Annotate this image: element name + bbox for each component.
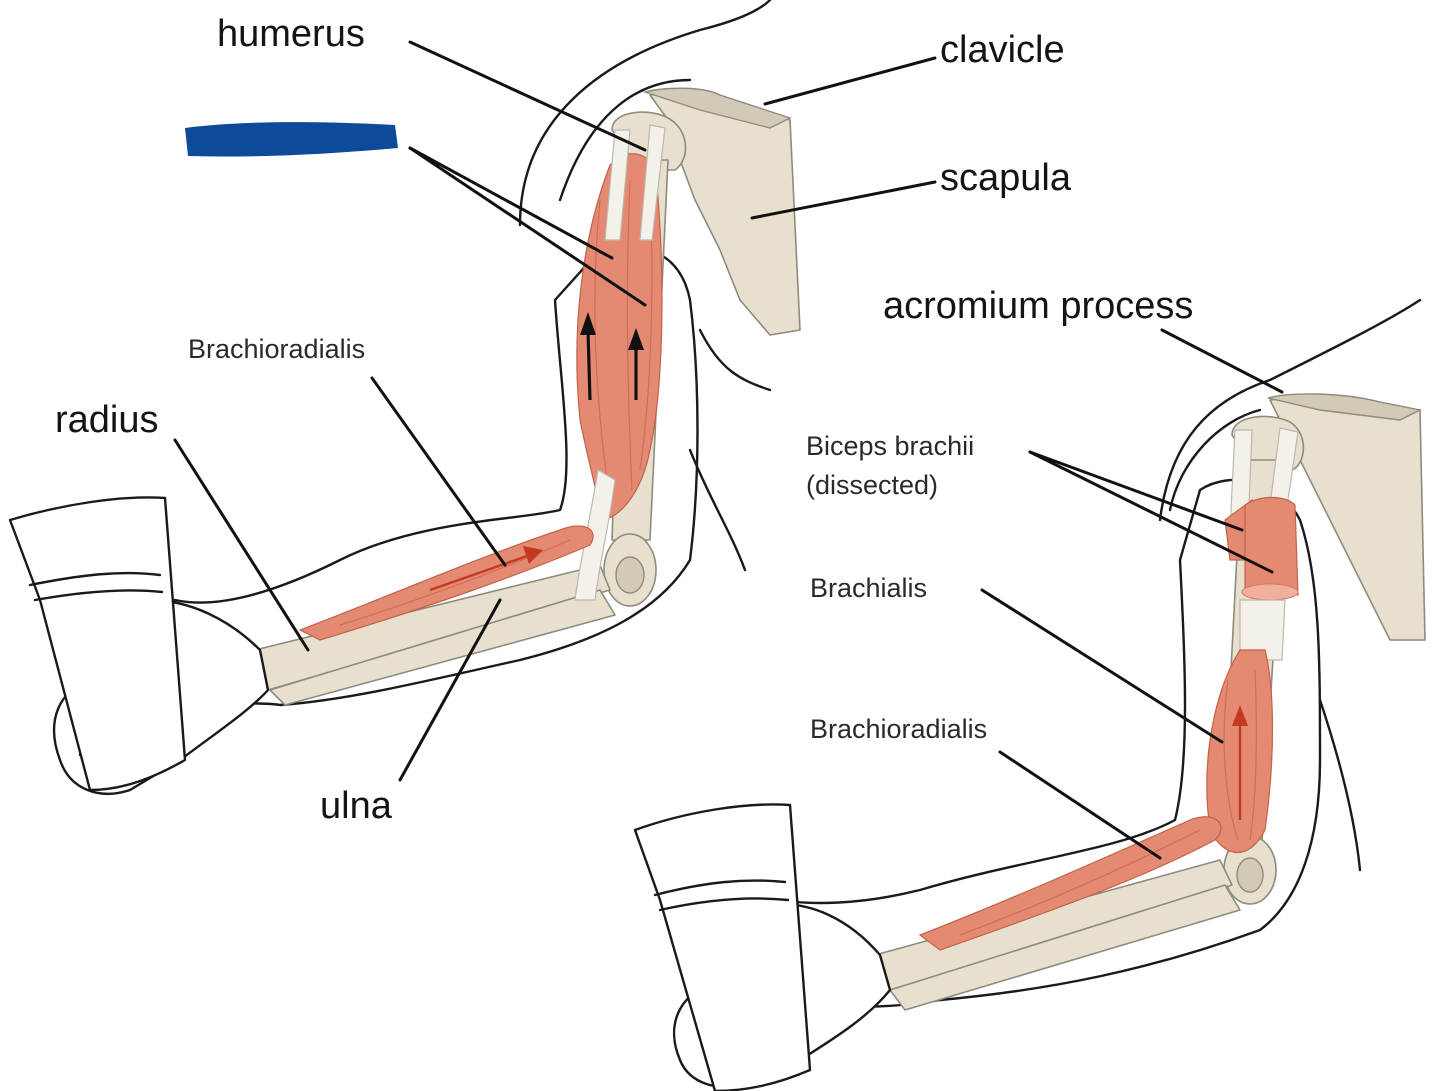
label-humerus: humerus: [217, 13, 365, 55]
label-brachioradialis-left: Brachioradialis: [188, 334, 365, 364]
label-clavicle: clavicle: [940, 29, 1065, 71]
label-brachioradialis-right: Brachioradialis: [810, 714, 987, 744]
redacted-label-scribble: [185, 122, 398, 157]
left-arm-illustration: [8, 0, 801, 795]
right-ulna-bone: [889, 884, 1241, 1011]
label-ulna: ulna: [320, 785, 393, 827]
left-ulna-bone: [269, 589, 616, 706]
left-glass: [8, 496, 187, 792]
right-arm-illustration: [633, 298, 1426, 1091]
label-biceps-dissected: (dissected): [806, 470, 938, 500]
left-contraction-arrows: [580, 312, 644, 401]
label-acromium-process: acromium process: [883, 285, 1193, 327]
label-radius: radius: [55, 399, 159, 441]
label-brachialis: Brachialis: [810, 573, 927, 603]
right-biceps-dissected-muscle: [1244, 496, 1299, 596]
label-biceps-brachii: Biceps brachii: [806, 431, 974, 461]
label-scapula: scapula: [940, 157, 1072, 199]
leader-lines: [173, 40, 1284, 860]
right-glass: [633, 803, 812, 1091]
